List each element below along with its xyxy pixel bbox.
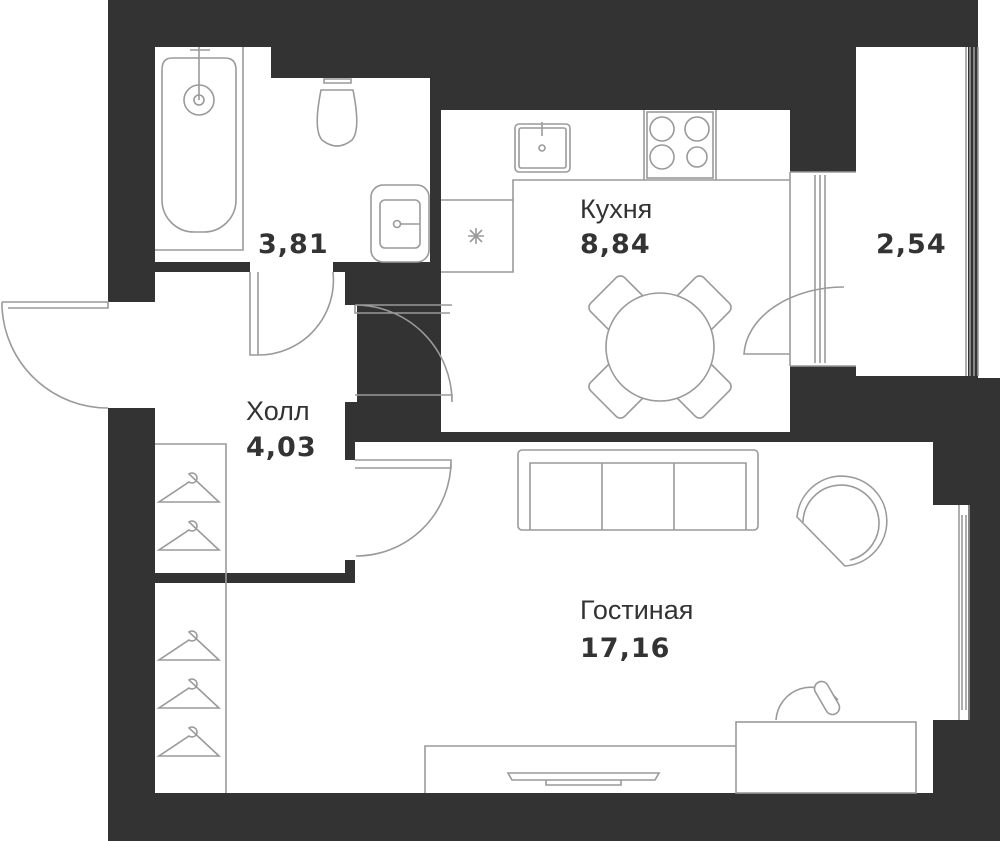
stove-icon	[646, 111, 714, 179]
entrance-opening	[0, 302, 155, 408]
balcony-floor	[856, 47, 968, 376]
hanger-icon	[156, 520, 222, 551]
bathroom-area: 3,81	[258, 229, 329, 260]
sofa-icon	[517, 449, 759, 531]
tv-stand-icon	[424, 745, 736, 793]
desk-icon	[735, 680, 917, 794]
kitchen-name: Кухня	[580, 194, 652, 224]
hall-area: 4,03	[246, 432, 317, 463]
hanger-icon	[156, 630, 222, 661]
living-door	[355, 459, 452, 557]
kitchen-area: 8,84	[580, 229, 651, 260]
bathroom-sink-icon	[370, 184, 430, 263]
hanger-icon	[156, 472, 222, 503]
bathtub-icon	[155, 47, 244, 251]
kitchen-sink-icon	[514, 122, 571, 173]
living-name: Гостиная	[580, 595, 693, 625]
living-area: 17,16	[580, 633, 670, 664]
wardrobe	[155, 443, 227, 793]
balcony-area: 2,54	[876, 229, 947, 260]
living-window	[958, 505, 970, 720]
dining-table-icon	[588, 275, 732, 419]
hanger-icon	[156, 726, 222, 757]
kitchen-balcony-door-opening	[790, 172, 856, 366]
hall-name: Холл	[246, 396, 310, 426]
entrance-door	[1, 301, 109, 409]
hanger-icon	[156, 678, 222, 709]
toilet-icon	[316, 78, 358, 147]
armchair-icon	[796, 475, 888, 567]
balcony-window	[965, 47, 979, 376]
kitchen-door	[354, 304, 453, 403]
bathroom-door	[249, 271, 335, 356]
room-labels: 3,81 Кухня 8,84 2,54 Холл 4,03 Гостиная …	[246, 194, 947, 664]
balcony-door	[743, 171, 856, 367]
kitchen-counter	[441, 110, 790, 273]
